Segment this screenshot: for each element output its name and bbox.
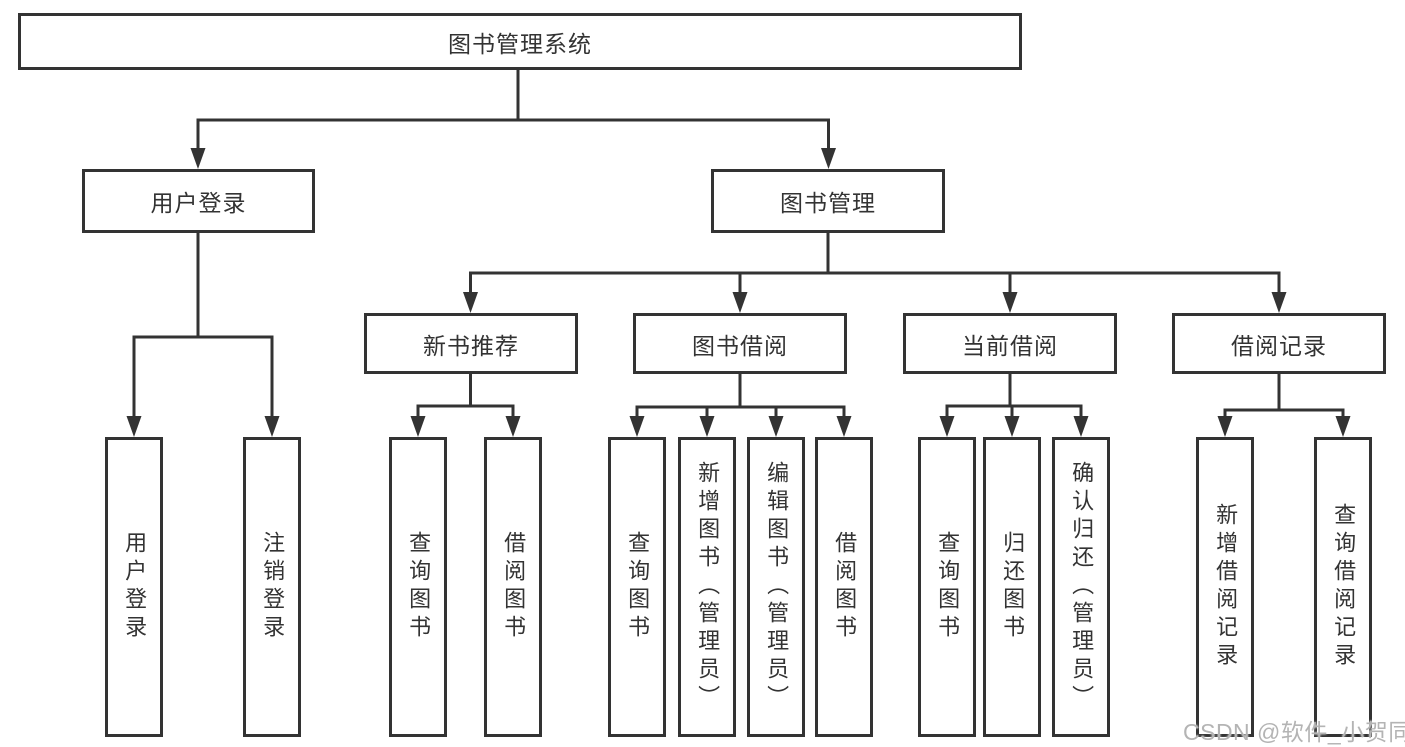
arrowhead xyxy=(1004,416,1020,437)
leaf-label: 借阅图书 xyxy=(501,531,527,643)
arrowhead xyxy=(836,416,852,437)
arrowhead xyxy=(939,416,955,437)
leaf-label: 归还图书 xyxy=(1000,531,1026,643)
leaf-return-book: 归还图书 xyxy=(983,437,1041,737)
arrowhead xyxy=(505,416,521,437)
arrowhead xyxy=(463,292,478,313)
leaf-query-books-borrow: 查询图书 xyxy=(608,437,666,737)
connector-current-borrow-lines xyxy=(945,374,1083,418)
connector-user-login-lines xyxy=(132,233,274,418)
node-book-borrow: 图书借阅 xyxy=(633,313,847,374)
arrowhead xyxy=(1335,416,1351,437)
leaf-user-login: 用户登录 xyxy=(105,437,163,737)
leaf-label: 注销登录 xyxy=(260,531,286,643)
arrowhead xyxy=(732,292,748,313)
leaf-query-borrow-record: 查询借阅记录 xyxy=(1314,437,1372,737)
connector-book-management xyxy=(463,233,1287,313)
node-root: 图书管理系统 xyxy=(18,13,1022,70)
arrowhead xyxy=(768,416,784,437)
arrowhead xyxy=(629,416,645,437)
leaf-label: 查询图书 xyxy=(625,531,651,643)
leaf-add-borrow-record: 新增借阅记录 xyxy=(1196,437,1254,737)
leaf-query-books-current: 查询图书 xyxy=(918,437,976,737)
node-borrow-records: 借阅记录 xyxy=(1172,313,1386,374)
connector-new-book-recommend xyxy=(410,374,521,437)
connector-book-borrow xyxy=(629,374,852,437)
node-new-book-recommend: 新书推荐 xyxy=(364,313,578,374)
leaf-label: 新增借阅记录 xyxy=(1213,503,1239,671)
node-user-login: 用户登录 xyxy=(82,169,315,233)
connector-borrow-records-lines xyxy=(1223,374,1345,418)
arrowhead xyxy=(1073,416,1089,437)
arrowhead xyxy=(1271,292,1287,313)
connector-new-book-recommend-lines xyxy=(416,374,515,418)
leaf-add-book-admin: 新增图书（管理员） xyxy=(678,437,736,737)
node-current-borrow: 当前借阅 xyxy=(903,313,1117,374)
leaf-label: 借阅图书 xyxy=(832,531,858,643)
connector-book-borrow-lines xyxy=(635,374,846,418)
leaf-logout: 注销登录 xyxy=(243,437,301,737)
connector-borrow-records xyxy=(1217,374,1351,437)
leaf-label: 用户登录 xyxy=(122,531,148,643)
leaf-label: 查询图书 xyxy=(406,531,432,643)
arrowhead xyxy=(410,416,426,437)
node-book-management: 图书管理 xyxy=(711,169,945,233)
arrowhead xyxy=(699,416,715,437)
connector-book-management-lines xyxy=(469,233,1281,295)
leaf-edit-book-admin: 编辑图书（管理员） xyxy=(747,437,805,737)
connector-root xyxy=(190,69,836,169)
leaf-label: 确认归还（管理员） xyxy=(1069,461,1095,713)
connector-current-borrow xyxy=(939,374,1089,437)
connector-user-login xyxy=(126,233,280,437)
csdn-watermark: CSDN @软件_小贺同学 xyxy=(1183,719,1405,745)
leaf-label: 编辑图书（管理员） xyxy=(764,461,790,713)
leaf-label: 新增图书（管理员） xyxy=(695,461,721,713)
arrowhead xyxy=(264,416,280,437)
leaf-confirm-return-admin: 确认归还（管理员） xyxy=(1052,437,1110,737)
arrowhead xyxy=(821,148,836,169)
arrowhead xyxy=(126,416,142,437)
leaf-label: 查询图书 xyxy=(935,531,961,643)
arrowhead xyxy=(190,148,206,169)
leaf-borrow-books-recommend: 借阅图书 xyxy=(484,437,542,737)
arrowhead xyxy=(1002,292,1018,313)
leaf-label: 查询借阅记录 xyxy=(1331,503,1357,671)
arrowhead xyxy=(1217,416,1233,437)
leaf-query-books-recommend: 查询图书 xyxy=(389,437,447,737)
connector-root-lines xyxy=(196,69,830,150)
leaf-borrow-books: 借阅图书 xyxy=(815,437,873,737)
